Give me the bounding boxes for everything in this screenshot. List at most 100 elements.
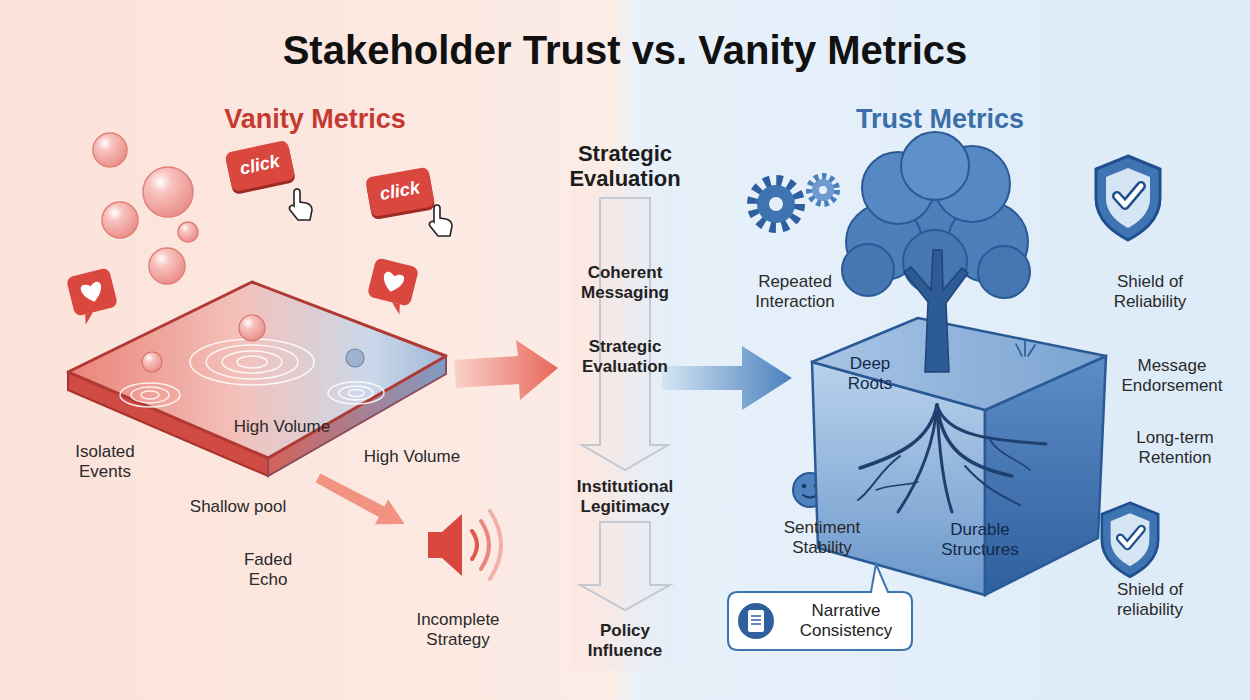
heart-icon-tail bbox=[390, 302, 402, 314]
speaker-cone bbox=[442, 514, 462, 576]
feature-label: High Volume bbox=[352, 447, 472, 467]
ripple bbox=[120, 383, 180, 407]
diagram-title: Stakeholder Trust vs. Vanity Metrics bbox=[75, 27, 1175, 73]
root bbox=[937, 405, 1012, 476]
gear-teeth bbox=[810, 177, 836, 203]
gear-hole bbox=[819, 186, 827, 194]
bubble bbox=[178, 222, 198, 242]
shield-icon bbox=[1096, 156, 1160, 240]
check-outline bbox=[1117, 186, 1141, 205]
document-line bbox=[751, 623, 761, 625]
ripple bbox=[328, 382, 384, 404]
center-band bbox=[572, 190, 678, 670]
shield-inner bbox=[1111, 513, 1150, 566]
feature-label: Shallow pool bbox=[173, 497, 303, 517]
root bbox=[990, 440, 1030, 470]
gear-hole bbox=[769, 197, 783, 211]
stage-label: Institutional Legitimacy bbox=[555, 477, 695, 516]
node-text: Deep Roots bbox=[840, 354, 900, 393]
heart-shape bbox=[80, 281, 104, 304]
feature-label: Isolated Events bbox=[55, 442, 155, 481]
bubble bbox=[93, 133, 127, 167]
feature-label: Message Endorsement bbox=[1117, 356, 1227, 395]
tree-canopy bbox=[846, 204, 922, 280]
gear-icon bbox=[753, 177, 836, 227]
feature-label: Faded Echo bbox=[228, 550, 308, 589]
shield-inner bbox=[1106, 168, 1150, 228]
click-button: click bbox=[365, 167, 435, 218]
speaker-body bbox=[428, 532, 442, 558]
heart-icon-bg bbox=[66, 267, 118, 316]
pool-surface bbox=[68, 282, 446, 458]
ground-block: Deep RootsDurable Structures bbox=[800, 300, 1120, 610]
root bbox=[965, 466, 1020, 505]
tree-canopy bbox=[948, 202, 1028, 282]
small-arrow bbox=[311, 466, 411, 537]
section-heading: Vanity Metrics bbox=[185, 104, 445, 135]
small-arrow-shape bbox=[311, 466, 411, 537]
callout-box: Narrative Consistency bbox=[726, 590, 914, 652]
tree-canopy bbox=[978, 246, 1030, 298]
ripple bbox=[206, 345, 298, 379]
document-icon-bg bbox=[738, 603, 774, 639]
sound-wave bbox=[472, 531, 477, 559]
ripple bbox=[222, 351, 282, 373]
speaker-icon bbox=[428, 511, 501, 579]
bubble bbox=[143, 167, 193, 217]
flow-arrow bbox=[582, 198, 668, 470]
gear-teeth bbox=[753, 181, 799, 227]
root bbox=[858, 456, 900, 500]
grass-blade bbox=[1024, 341, 1026, 356]
check-mark bbox=[1117, 186, 1141, 205]
heart-icon bbox=[364, 257, 419, 316]
gear-body bbox=[812, 179, 834, 201]
hand-cursor bbox=[429, 205, 452, 236]
block-top bbox=[812, 318, 1106, 410]
grass-blade bbox=[1016, 344, 1022, 356]
grass-blade bbox=[1028, 345, 1035, 356]
sound-wave bbox=[481, 521, 489, 569]
document-icon bbox=[748, 610, 764, 632]
flow-arrow bbox=[580, 522, 670, 610]
column-heading: Strategic Evaluation bbox=[550, 141, 700, 192]
feature-label: Incomplete Strategy bbox=[408, 610, 508, 649]
node-text: Narrative Consistency bbox=[791, 601, 901, 640]
feature-label: Shield of reliability bbox=[1095, 580, 1205, 619]
node-text: Durable Structures bbox=[930, 520, 1030, 559]
tree-canopy bbox=[901, 132, 969, 200]
gear-body bbox=[757, 185, 795, 223]
feature-label: Shield of Reliability bbox=[1095, 272, 1205, 311]
node-outline bbox=[800, 300, 1120, 610]
hand-cursor bbox=[289, 189, 312, 220]
root bbox=[937, 405, 952, 512]
red-block-arrow bbox=[454, 340, 558, 400]
ripple bbox=[237, 356, 267, 368]
tree-canopy bbox=[934, 146, 1010, 222]
node-text: click bbox=[228, 149, 291, 182]
root bbox=[876, 482, 918, 490]
ripple bbox=[131, 387, 169, 403]
document-line bbox=[751, 615, 761, 617]
feature-label: Repeated Interaction bbox=[740, 272, 850, 311]
smiley-eye bbox=[802, 484, 806, 488]
callout-outline bbox=[728, 564, 912, 650]
shield-outer bbox=[1096, 156, 1160, 240]
blue-block-arrow bbox=[662, 346, 792, 410]
node-text: click bbox=[368, 176, 431, 207]
stage-label: Coherent Messaging bbox=[560, 263, 690, 302]
ripple bbox=[339, 386, 373, 400]
tree-trunk bbox=[904, 250, 968, 372]
pool-ball bbox=[239, 315, 265, 341]
tree-canopy bbox=[877, 160, 993, 276]
pool-ball bbox=[346, 349, 364, 367]
document-line bbox=[751, 619, 761, 621]
roots bbox=[858, 405, 1046, 512]
feature-label: Long-term Retention bbox=[1125, 428, 1225, 467]
tree-canopy bbox=[862, 152, 934, 224]
shield-icon bbox=[1102, 503, 1158, 577]
heart-icon-tail bbox=[83, 312, 95, 324]
heart-icon bbox=[66, 267, 121, 326]
ripples bbox=[120, 339, 384, 407]
check-mark bbox=[1120, 529, 1141, 546]
